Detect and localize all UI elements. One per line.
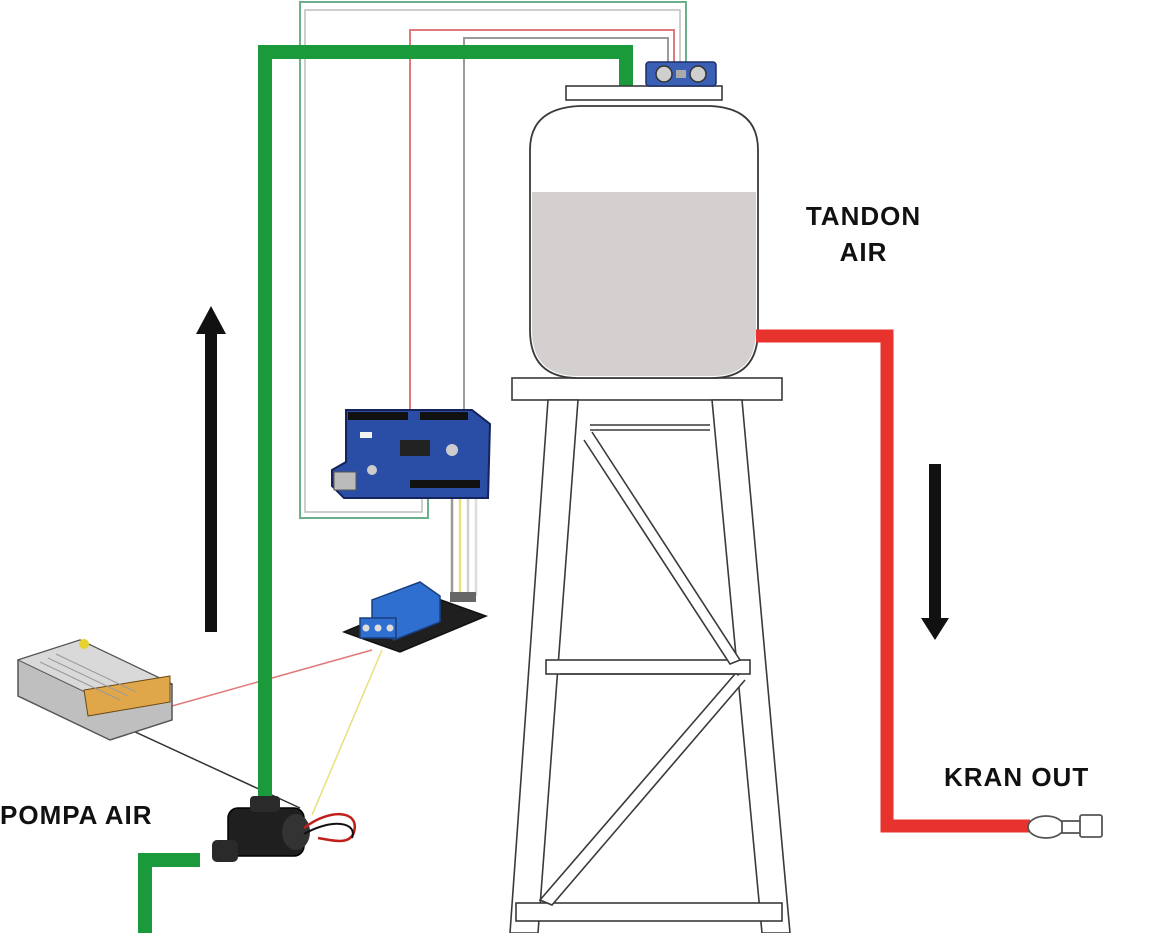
tank-label: TANDON AIR — [776, 198, 951, 270]
relay-icon — [341, 581, 489, 653]
tap-label: KRAN OUT — [944, 762, 1090, 792]
inlet-pipe — [138, 45, 633, 933]
pump-label: POMPA AIR — [0, 800, 153, 830]
power-wires — [119, 649, 383, 816]
controller-icon — [331, 409, 492, 499]
tank-icon — [529, 85, 759, 379]
up-arrow-icon — [196, 306, 226, 632]
arduino-relay-wires — [450, 498, 478, 596]
tap-icon — [1027, 814, 1103, 839]
outlet-pipe — [756, 329, 1030, 833]
tower-icon — [509, 377, 791, 933]
tank-label-line2: AIR — [839, 237, 888, 267]
water-level — [532, 192, 756, 376]
sensor-icon — [645, 61, 717, 87]
down-arrow-icon — [921, 464, 949, 640]
power-icon — [16, 639, 174, 741]
sensor-wires — [299, 1, 687, 519]
pump-icon — [212, 796, 357, 862]
tank-label-line1: TANDON — [805, 201, 922, 231]
